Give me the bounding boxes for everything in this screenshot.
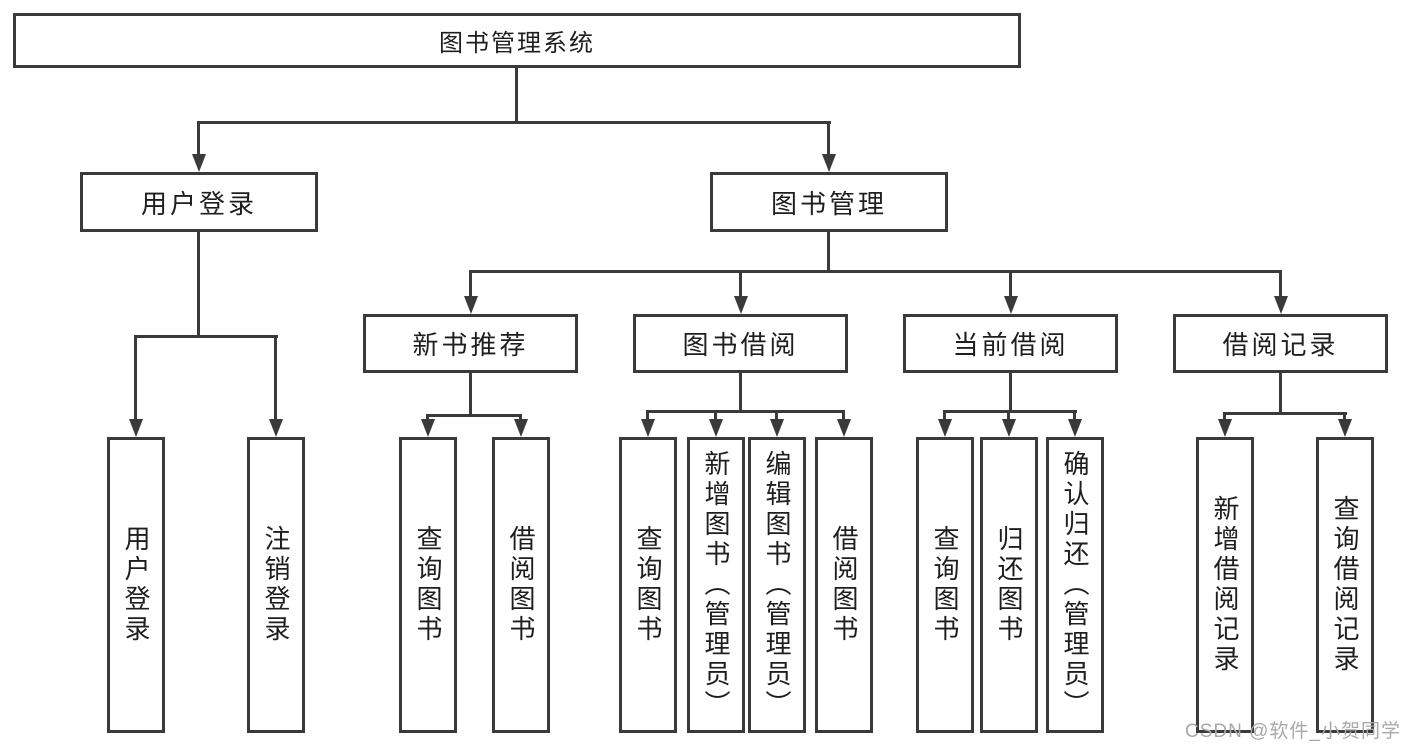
arrowhead-down-icon xyxy=(1338,419,1352,437)
arrowhead-down-icon xyxy=(269,419,283,437)
node-label: 确认归还（管理员） xyxy=(1060,450,1090,720)
node-new-book-recommend: 新书推荐 xyxy=(363,314,578,373)
connector-line xyxy=(1009,373,1012,410)
connector-line xyxy=(943,410,946,420)
node-label: 新增图书（管理员） xyxy=(701,450,731,720)
connector-line xyxy=(827,121,830,155)
leaf-user-login: 用户登录 xyxy=(107,437,165,733)
leaf-edit-books-admin: 编辑图书（管理员） xyxy=(748,437,806,733)
leaf-borrow-books-recommend: 借阅图书 xyxy=(492,437,550,733)
node-label: 图书管理系统 xyxy=(439,30,595,57)
arrowhead-down-icon xyxy=(641,419,655,437)
connector-line xyxy=(739,270,742,297)
arrowhead-down-icon xyxy=(1218,419,1232,437)
connector-line xyxy=(426,414,429,421)
leaf-query-books-borrow: 查询图书 xyxy=(619,437,677,733)
node-label: 借阅记录 xyxy=(1222,330,1339,360)
connector-line xyxy=(646,410,649,420)
node-label: 图书借阅 xyxy=(682,330,799,360)
connector-line xyxy=(739,373,742,410)
arrowhead-down-icon xyxy=(938,419,952,437)
connector-line xyxy=(426,414,522,417)
arrowhead-down-icon xyxy=(192,154,206,172)
node-label: 查询图书 xyxy=(633,525,663,645)
arrowhead-down-icon xyxy=(770,419,784,437)
connector-line xyxy=(197,232,200,335)
arrowhead-down-icon xyxy=(1274,296,1288,314)
node-current-borrow: 当前借阅 xyxy=(903,314,1118,373)
arrowhead-down-icon xyxy=(709,419,723,437)
connector-line xyxy=(1343,412,1346,420)
connector-line xyxy=(1223,412,1226,420)
arrowhead-down-icon xyxy=(514,419,528,437)
connector-line xyxy=(197,121,200,155)
arrowhead-down-icon xyxy=(1004,296,1018,314)
connector-line xyxy=(1223,412,1347,415)
leaf-query-borrow-record: 查询借阅记录 xyxy=(1316,437,1374,733)
node-label: 新增借阅记录 xyxy=(1210,495,1240,675)
connector-line xyxy=(469,373,472,414)
connector-line xyxy=(775,410,778,420)
connector-line xyxy=(469,270,472,297)
node-book-borrow: 图书借阅 xyxy=(633,314,848,373)
connector-line xyxy=(842,410,845,420)
connector-line xyxy=(134,335,278,338)
node-user-login: 用户登录 xyxy=(80,172,318,232)
node-label: 注销登录 xyxy=(261,525,291,645)
node-label: 编辑图书（管理员） xyxy=(762,450,792,720)
connector-line xyxy=(1073,410,1076,420)
arrowhead-down-icon xyxy=(421,419,435,437)
arrowhead-down-icon xyxy=(1002,419,1016,437)
leaf-add-borrow-record: 新增借阅记录 xyxy=(1196,437,1254,733)
arrowhead-down-icon xyxy=(1068,419,1082,437)
connector-line xyxy=(134,335,137,420)
connector-line xyxy=(519,414,522,421)
node-borrow-records: 借阅记录 xyxy=(1173,314,1388,373)
connector-line xyxy=(827,232,830,270)
arrowhead-down-icon xyxy=(129,419,143,437)
node-label: 借阅图书 xyxy=(506,525,536,645)
connector-line xyxy=(515,68,518,121)
node-label: 新书推荐 xyxy=(412,330,529,360)
connector-line xyxy=(469,270,1282,273)
node-label: 用户登录 xyxy=(140,188,257,219)
leaf-borrow-books: 借阅图书 xyxy=(815,437,873,733)
connector-line xyxy=(714,410,717,420)
node-label: 归还图书 xyxy=(994,525,1024,645)
arrowhead-down-icon xyxy=(837,419,851,437)
leaf-add-books-admin: 新增图书（管理员） xyxy=(687,437,745,733)
node-label: 查询图书 xyxy=(413,525,443,645)
connector-line xyxy=(1279,270,1282,297)
connector-line xyxy=(274,335,277,420)
leaf-query-books-current: 查询图书 xyxy=(916,437,974,733)
node-label: 图书管理 xyxy=(770,188,887,219)
arrowhead-down-icon xyxy=(822,154,836,172)
node-root-system: 图书管理系统 xyxy=(13,13,1021,68)
node-label: 借阅图书 xyxy=(829,525,859,645)
connector-line xyxy=(646,410,845,413)
leaf-logout: 注销登录 xyxy=(247,437,305,733)
node-label: 当前借阅 xyxy=(952,330,1069,360)
connector-line xyxy=(1279,373,1282,412)
connector-line xyxy=(943,410,1077,413)
leaf-query-books-recommend: 查询图书 xyxy=(399,437,457,733)
connector-line xyxy=(1009,270,1012,297)
arrowhead-down-icon xyxy=(464,296,478,314)
node-book-management: 图书管理 xyxy=(710,172,948,232)
node-label: 查询图书 xyxy=(930,525,960,645)
connector-line xyxy=(197,121,831,124)
leaf-return-books: 归还图书 xyxy=(980,437,1038,733)
connector-line xyxy=(1007,410,1010,420)
node-label: 用户登录 xyxy=(121,525,151,645)
node-label: 查询借阅记录 xyxy=(1330,495,1360,675)
leaf-confirm-return-admin: 确认归还（管理员） xyxy=(1046,437,1104,733)
csdn-watermark: CSDN @软件_小贺同学 xyxy=(1185,721,1401,742)
arrowhead-down-icon xyxy=(734,296,748,314)
